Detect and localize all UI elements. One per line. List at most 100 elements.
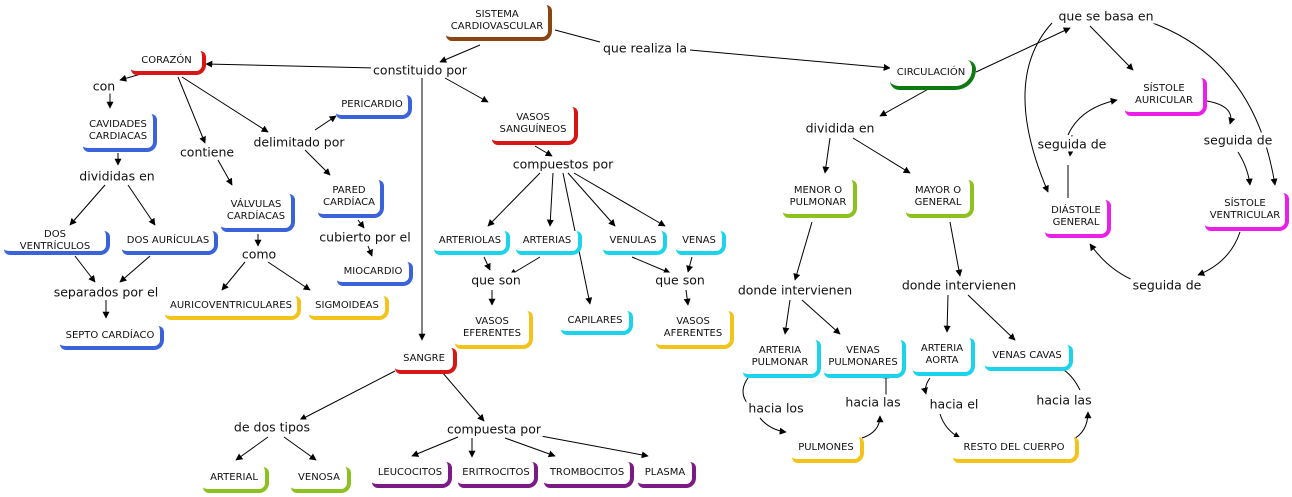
phrase-constituido-por: constituido por [371,62,469,78]
phrase-separados-por-el: separados por el [51,284,161,300]
node-venas[interactable]: VENAS [676,231,726,255]
connector-line [852,137,911,174]
phrase-dividida-en: dividida en [803,120,877,136]
node-label: SIGMOIDEAS [315,300,379,311]
node-eritrocitos[interactable]: ERITROCITOS [458,462,538,488]
phrase-que-son-1: que son [469,272,523,288]
node-label: ARTERIA PULMONAR [751,345,809,368]
node-pulmones[interactable]: PULMONES [792,437,864,463]
phrase-que-son-2: que son [653,272,707,288]
connector-curve [1149,21,1278,186]
connector-line [205,60,376,69]
connector-line [304,149,331,176]
node-sangre[interactable]: SANGRE [395,348,457,374]
node-label: VENULAS [609,235,657,246]
node-label: CAPILARES [567,315,623,326]
connector-line [69,184,106,226]
connector-line [483,256,491,271]
node-label: VASOS SANGUÍNEOS [499,112,567,135]
connector-curve [939,413,961,439]
node-vasos-eferentes[interactable]: VASOS EFERENTES [455,311,533,349]
connector-line [879,86,933,117]
node-resto-del-cuerpo[interactable]: RESTO DEL CUERPO [953,437,1079,463]
node-label: VENAS CAVAS [992,350,1062,361]
node-sigmoideas[interactable]: SIGMOIDEAS [309,296,389,320]
node-sistole-auricular[interactable]: SÍSTOLE AURICULAR [1125,78,1207,116]
connector-curve [1197,231,1241,276]
connector-line [683,289,691,306]
connector-line [74,255,96,283]
phrase-que-se-basa-en: que se basa en [1056,8,1156,24]
node-venulas[interactable]: VENULAS [603,231,667,255]
node-venas-pulmonares[interactable]: VENAS PULMONARES [824,340,906,378]
node-venas-cavas[interactable]: VENAS CAVAS [985,345,1073,371]
node-corazon[interactable]: CORAZÓN [131,51,206,75]
node-leucocitos[interactable]: LEUCOCITOS [372,462,452,488]
node-label: PLASMA [644,467,686,478]
connector-curve [1237,151,1253,186]
connector-curve [1089,243,1139,283]
connector-line [949,221,963,277]
node-label: DOS VENTRÍCULOS [19,229,91,252]
connector-line [444,77,489,103]
connector-curve [921,377,931,395]
connector-line [822,137,831,174]
phrase-donde-intervienen-1: donde intervienen [735,282,855,298]
node-label: ARTERIAS [522,235,572,246]
connector-line [441,371,485,422]
node-venosa[interactable]: VENOSA [291,467,351,493]
node-label: VENAS [682,235,716,246]
phrase-hacia-las-2: hacia las [1034,392,1094,408]
node-mayor-general[interactable]: MAYOR O GENERAL [906,180,974,218]
phrase-contiene: contiene [177,144,237,160]
node-dos-ventriculos[interactable]: DOS VENTRÍCULOS [4,229,110,255]
node-valvulas-cardiacas[interactable]: VÁLVULAS CARDÍACAS [221,194,295,232]
node-label: CORAZÓN [141,55,192,66]
connector-line [801,299,841,335]
connector-line [217,159,233,186]
node-trombocitos[interactable]: TROMBOCITOS [544,462,634,488]
node-dos-auriculas[interactable]: DOS AURÍCULAS [122,231,218,255]
phrase-seguida-de-2: seguida de [1201,132,1275,148]
connector-line [975,27,1071,73]
node-circulacion[interactable]: CIRCULACIÓN [890,60,976,90]
node-arteria-aorta[interactable]: ARTERIA AORTA [913,338,975,376]
connector-line [283,436,317,461]
node-menor-pulmonar[interactable]: MENOR O PULMONAR [783,180,857,218]
node-capilares[interactable]: CAPILARES [561,311,633,335]
connector-curve [1024,22,1053,193]
connector-line [314,115,337,131]
node-label: SANGRE [403,353,445,364]
node-arterial[interactable]: ARTERIAL [203,467,269,493]
phrase-que-realiza-la: que realiza la [600,40,690,56]
node-vasos-sanguineos[interactable]: VASOS SANGUÍNEOS [492,107,578,145]
node-sistole-ventricular[interactable]: SÍSTOLE VENTRICULAR [1205,193,1289,231]
node-label: LEUCOCITOS [377,467,443,478]
node-plasma[interactable]: PLASMA [638,462,696,488]
node-arteria-pulmonar[interactable]: ARTERIA PULMONAR [743,340,821,378]
phrase-hacia-los: hacia los [746,400,806,416]
node-sistema-cardiovascular[interactable]: SISTEMA CARDIOVASCULAR [446,5,552,41]
connector-line [631,256,671,274]
node-vasos-aferentes[interactable]: VASOS AFERENTES [656,311,734,349]
connector-curve [1067,97,1118,136]
node-arterias[interactable]: ARTERIAS [516,231,582,255]
connector-line [366,245,373,257]
phrase-con: con [90,78,118,94]
connector-line [967,294,1016,341]
phrase-cubierto-por-el: cubierto por el [317,229,413,245]
node-label: ERITROCITOS [462,467,530,478]
node-cavidades-cardiacas[interactable]: CAVIDADES CARDIACAS [83,114,157,152]
node-pericardio[interactable]: PERICARDIO [336,95,412,119]
node-label: PULMONES [798,442,854,453]
node-label: MIOCARDIO [343,266,403,277]
node-label: CAVIDADES CARDIACAS [88,119,148,142]
node-septo-cardiaco[interactable]: SEPTO CARDÍACO [60,326,164,350]
node-auriculoventriculares[interactable]: AURICOVENTRICULARES [165,296,301,320]
node-arteriolas[interactable]: ARTERIOLAS [434,231,510,255]
connector-line [554,29,601,43]
node-diastole-general[interactable]: DIÁSTOLE GENERAL [1045,200,1111,238]
node-pared-cardiaca[interactable]: PARED CARDÍACA [318,180,384,218]
node-label: ARTERIOLAS [438,235,502,246]
node-miocardio[interactable]: MIOCARDIO [337,262,413,286]
